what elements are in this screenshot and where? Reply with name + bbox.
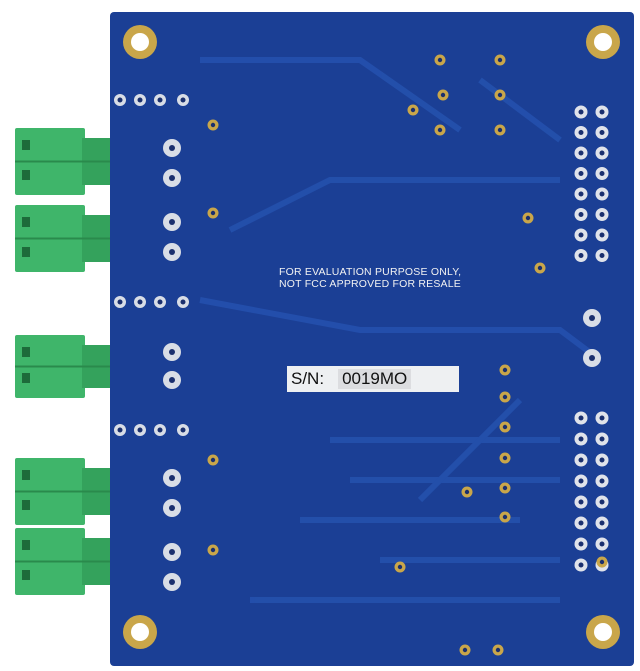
serial-number-label: S/N: 0019MO — [287, 366, 459, 392]
terminal-block-connector — [15, 528, 110, 595]
terminal-block-connector — [15, 205, 110, 272]
serial-label: S/N: — [291, 369, 325, 388]
copper-traces — [199, 57, 602, 603]
board-substrate — [110, 12, 634, 666]
silkscreen-line-2: NOT FCC APPROVED FOR RESALE — [279, 278, 461, 290]
terminal-block-connector — [15, 458, 110, 525]
terminal-block-connector — [15, 128, 110, 195]
serial-value: 0019MO — [338, 369, 412, 389]
silkscreen-line-1: FOR EVALUATION PURPOSE ONLY, — [279, 266, 462, 278]
terminal-block-connector — [15, 335, 110, 398]
